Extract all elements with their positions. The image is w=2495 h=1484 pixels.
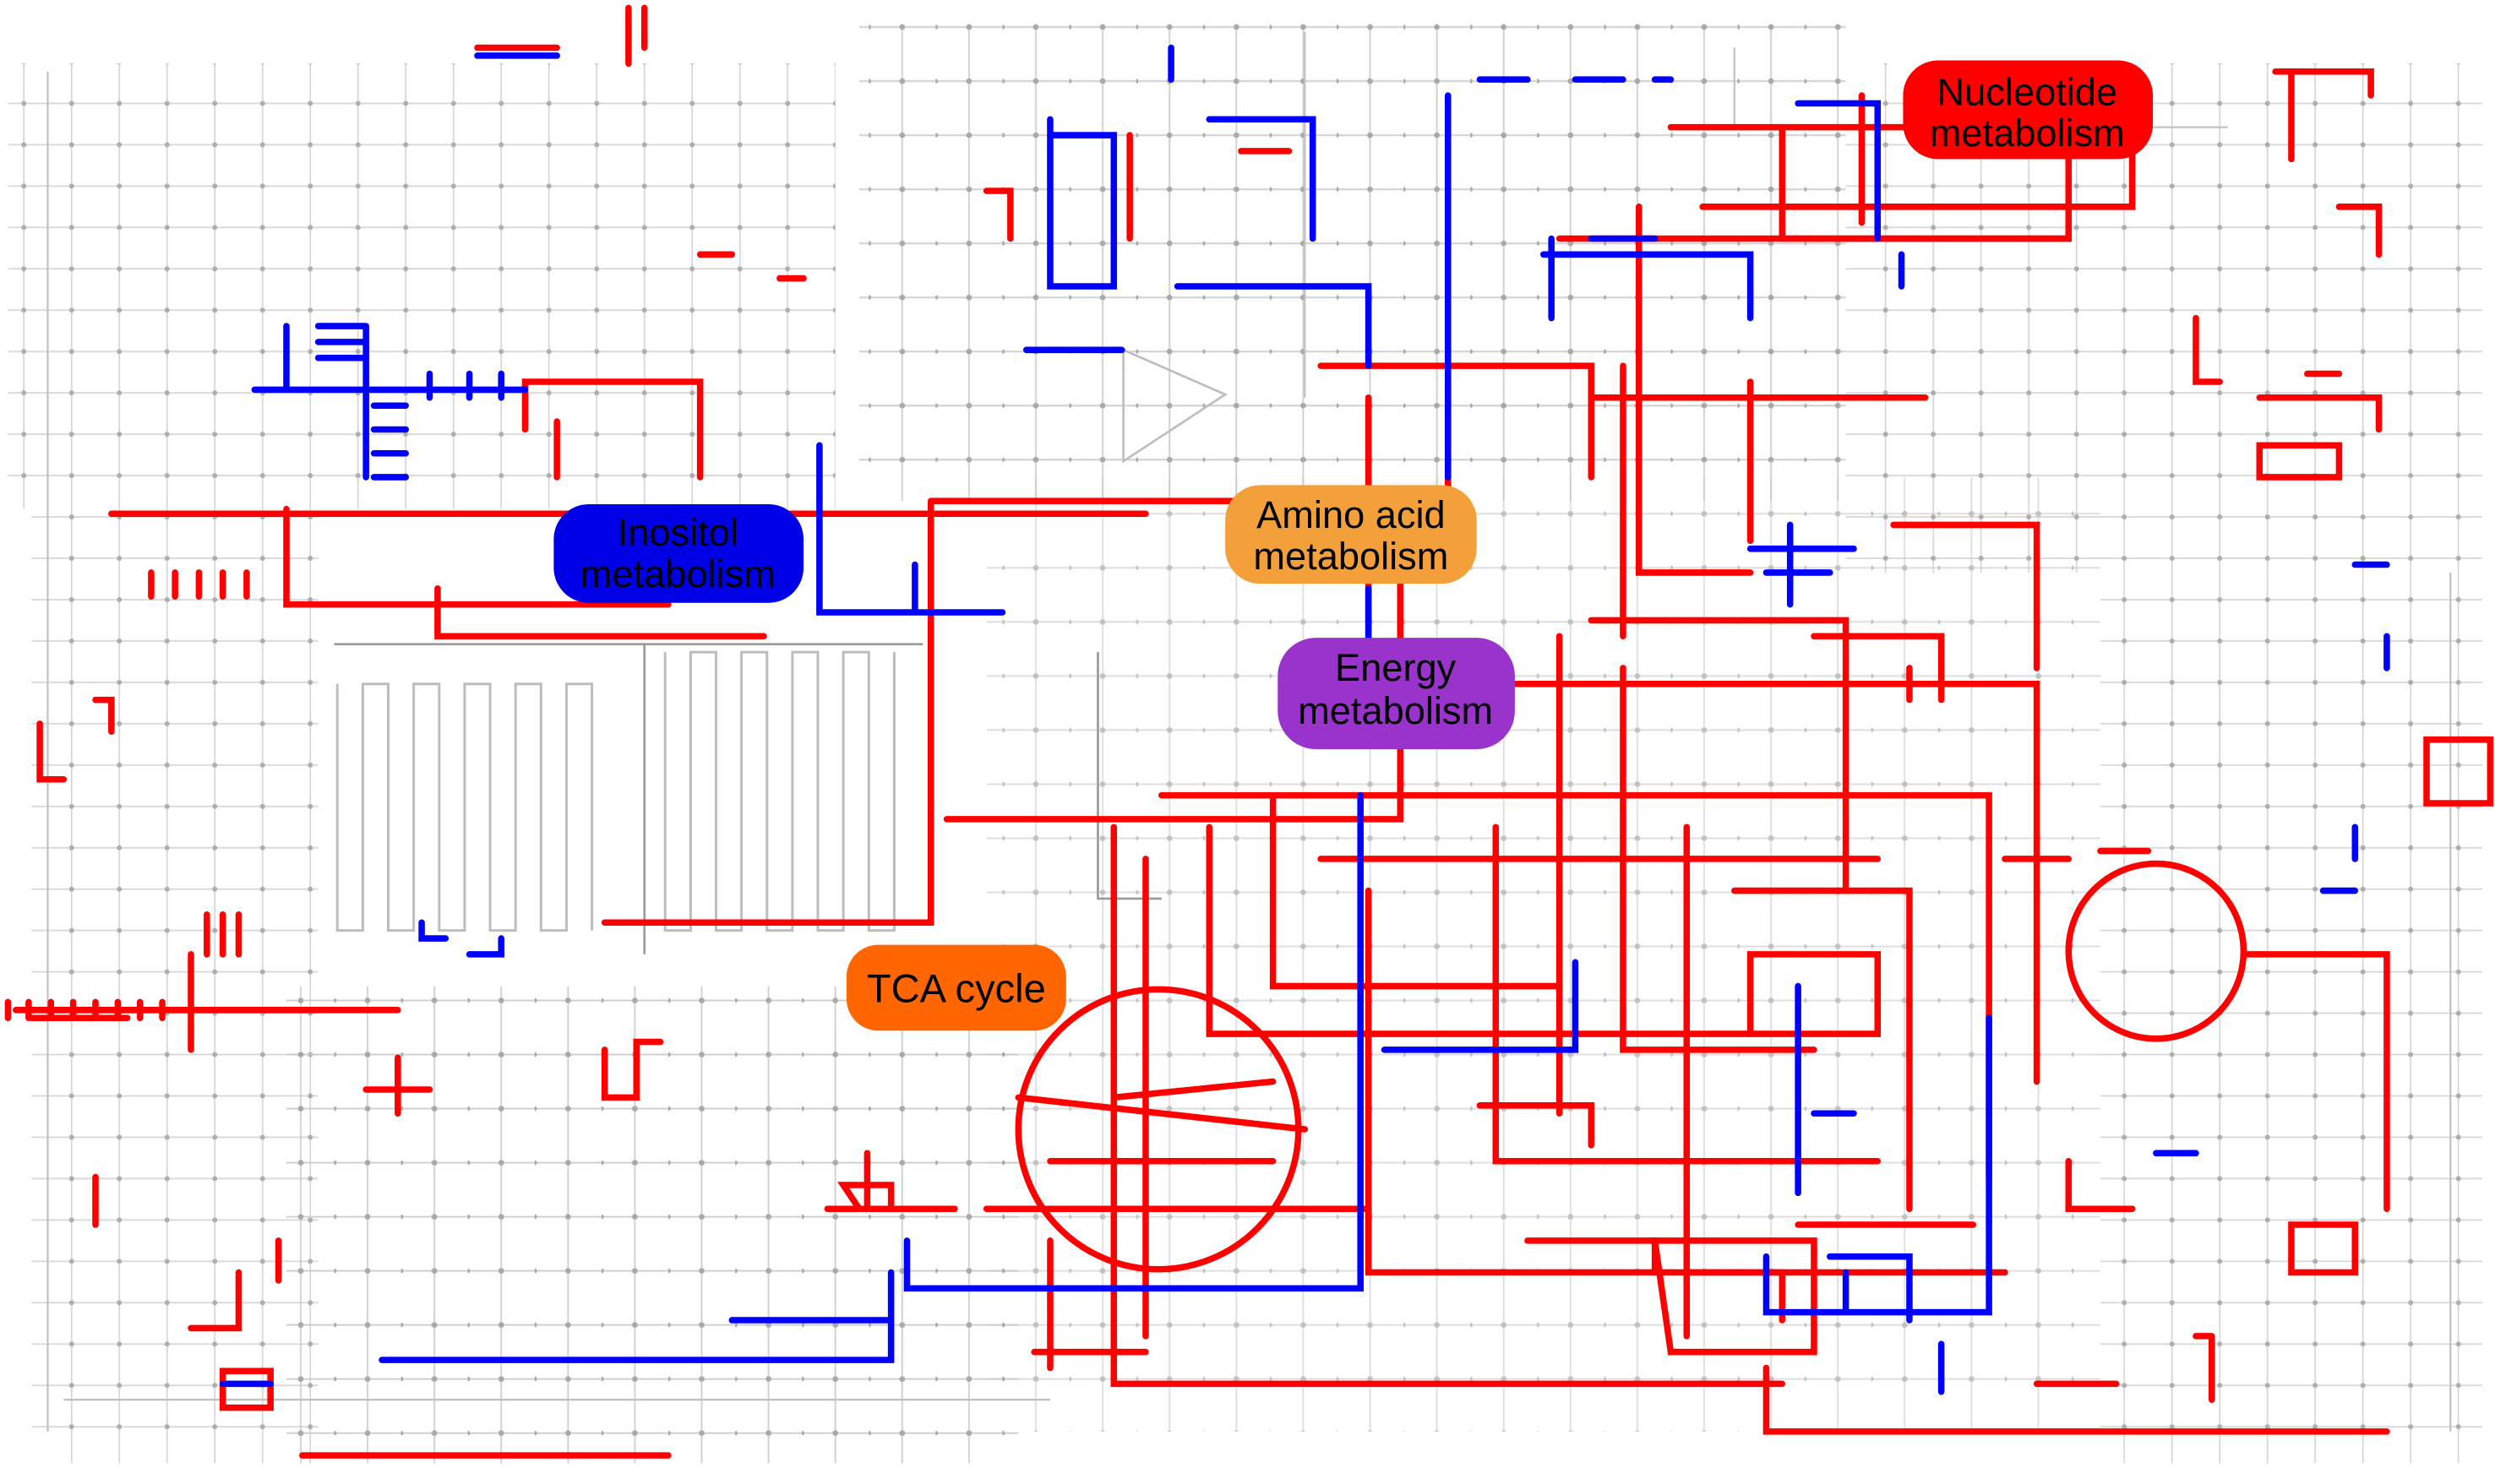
label-nucleotide-bg <box>1903 60 2154 160</box>
label-inositol-line1: Inositol <box>618 511 738 554</box>
label-amino-acid-bg <box>1225 485 1477 584</box>
gray-pathway-network <box>8 24 2482 1464</box>
label-tca-cycle: TCA cycle <box>846 944 1066 1031</box>
label-nucleotide-line2: metabolism <box>1930 111 2125 155</box>
label-amino-acid-line1: Amino acid <box>1256 493 1446 536</box>
label-energy-line1: Energy <box>1335 646 1457 689</box>
label-energy-bg <box>1277 638 1515 749</box>
blue-reaction-edges <box>219 44 2390 1395</box>
label-amino-acid-metabolism: Amino acid metabolism <box>1225 485 1477 584</box>
red-reaction-edges <box>4 4 2494 1459</box>
label-inositol-bg <box>553 503 804 603</box>
label-energy-metabolism: Energy metabolism <box>1277 638 1515 749</box>
label-nucleotide-line1: Nucleotide <box>1937 70 2118 113</box>
label-tca-bg <box>846 944 1066 1031</box>
label-nucleotide-metabolism: Nucleotide metabolism <box>1903 60 2154 160</box>
label-inositol-line2: metabolism <box>580 552 776 595</box>
label-amino-acid-line2: metabolism <box>1253 535 1448 578</box>
label-energy-line2: metabolism <box>1298 689 1493 732</box>
label-inositol-metabolism: Inositol metabolism <box>553 503 804 603</box>
label-tca-text: TCA cycle <box>867 965 1046 1010</box>
